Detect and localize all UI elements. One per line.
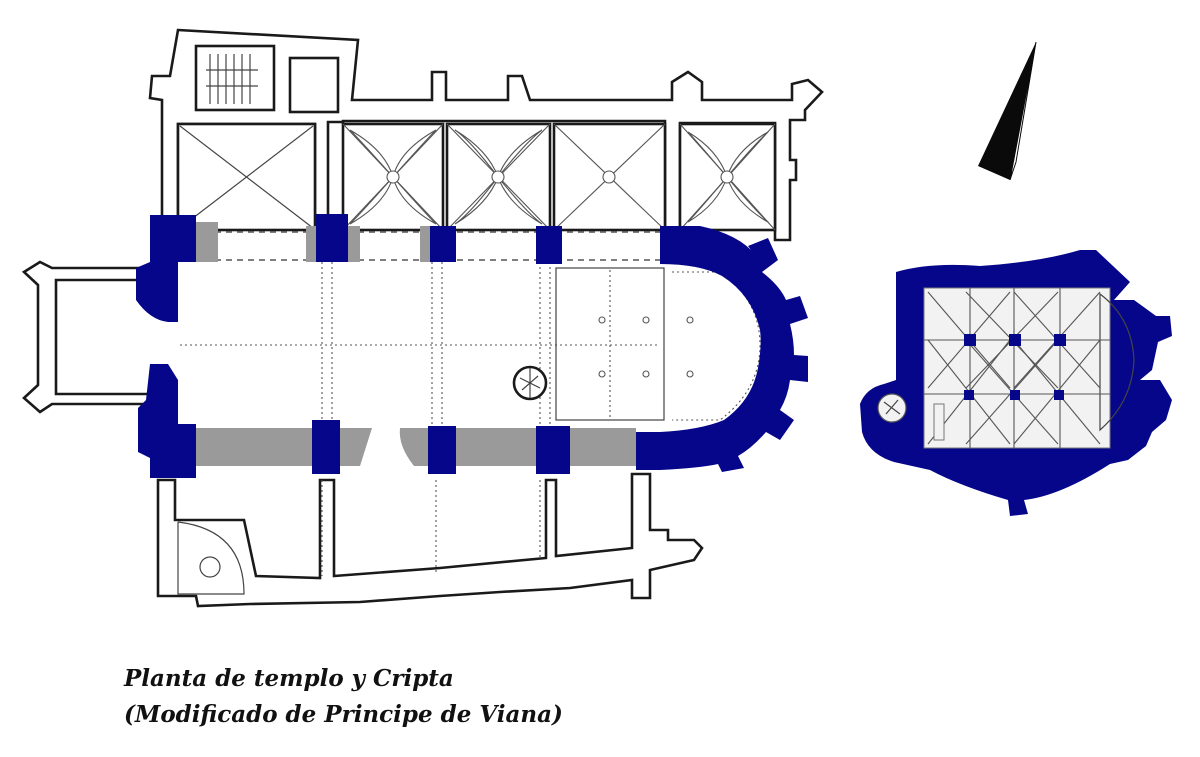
north-arrow-icon bbox=[978, 41, 1037, 181]
west-porch-wall bbox=[21, 260, 150, 414]
temple-plan bbox=[21, 28, 824, 608]
apse-original-walls bbox=[636, 226, 808, 472]
presbytery-columns bbox=[598, 316, 694, 378]
small-room bbox=[288, 56, 340, 114]
nave-pier-lines bbox=[321, 262, 551, 425]
original-piers bbox=[136, 214, 570, 478]
stair-room bbox=[194, 44, 276, 112]
north-chapels bbox=[176, 122, 777, 232]
caption-title: Planta de templo y Cripta bbox=[124, 665, 454, 692]
crypt-piers bbox=[964, 334, 1066, 400]
presbytery bbox=[555, 267, 665, 421]
nave bbox=[150, 232, 660, 462]
crypt-plan bbox=[860, 250, 1172, 516]
stair-treads bbox=[206, 54, 258, 104]
modified-wall-segments bbox=[196, 222, 636, 466]
spiral-stair-icon bbox=[512, 365, 548, 401]
crypt-spiral-stair-icon bbox=[877, 393, 945, 441]
south-chapel bbox=[177, 521, 245, 595]
caption-source: (Modificado de Principe de Viana) bbox=[124, 701, 563, 728]
temple-south-wall bbox=[156, 472, 704, 608]
